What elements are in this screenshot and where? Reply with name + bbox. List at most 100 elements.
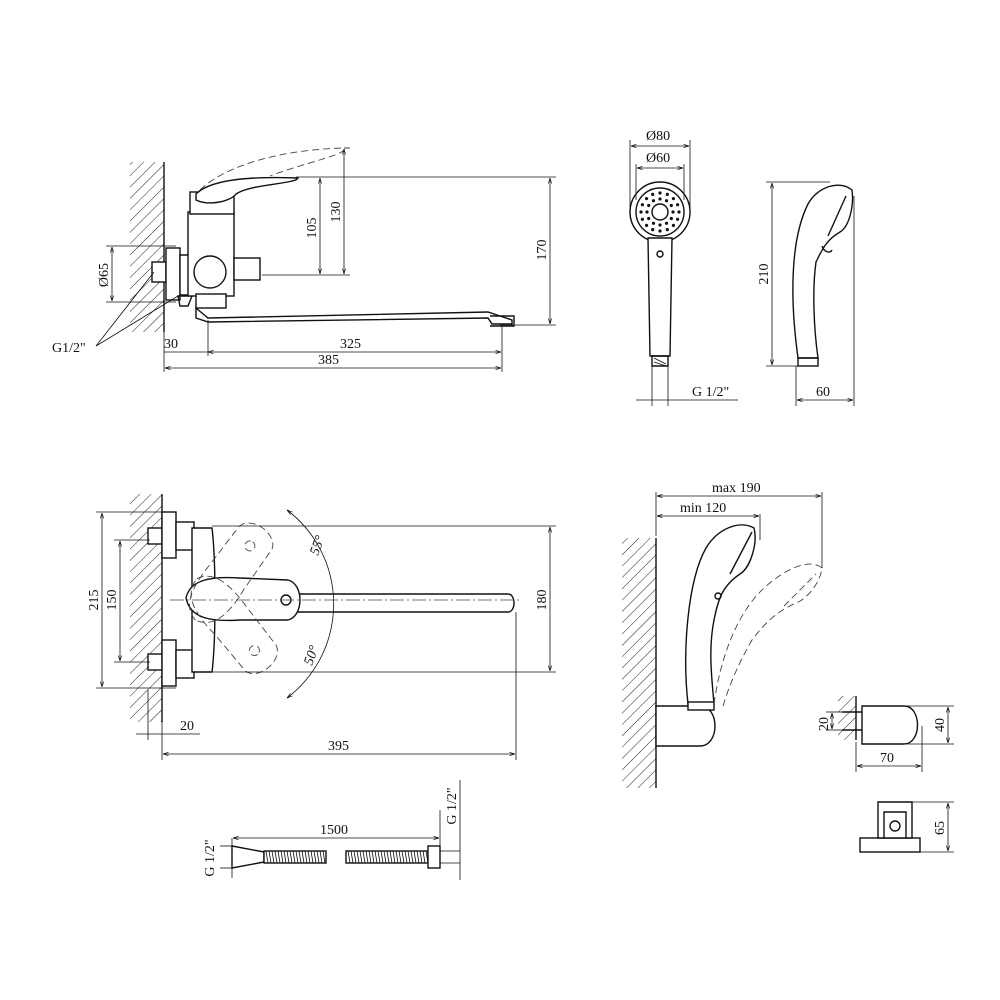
shower-head-outer	[629, 181, 691, 243]
holder-base	[859, 837, 921, 853]
spray-nozzle	[658, 191, 662, 195]
spray-nozzle	[671, 223, 676, 227]
hose-cone-left	[231, 845, 265, 869]
hose-coil	[359, 850, 363, 864]
spray-nozzle	[665, 228, 669, 232]
rotation-arc	[287, 510, 334, 698]
spray-nozzle	[664, 221, 669, 225]
dim-170: 170	[535, 240, 550, 261]
hose-coil	[419, 850, 423, 864]
hose-coil	[301, 850, 305, 864]
holder-cradle	[877, 801, 913, 839]
shower-handle	[647, 237, 673, 357]
shower-in-holder	[685, 524, 756, 705]
spray-nozzle	[677, 210, 681, 214]
hose-coil	[398, 850, 402, 864]
hose-coil	[274, 850, 278, 864]
dim-130: 130	[329, 202, 344, 223]
wall-flange	[165, 247, 181, 301]
dim-325: 325	[340, 337, 361, 352]
hose-coil	[356, 850, 360, 864]
dim-diameter-60: Ø60	[646, 151, 670, 166]
lever-handle	[195, 176, 299, 204]
spray-nozzle	[664, 199, 669, 203]
hose-coil	[268, 850, 272, 864]
spray-nozzle	[671, 210, 675, 214]
hose-coil	[322, 850, 326, 864]
thread-label-shower: G 1/2"	[692, 385, 729, 400]
body-cap	[193, 255, 227, 289]
dim-210: 210	[757, 264, 772, 285]
hose-coil	[383, 850, 387, 864]
eccentric-connector	[151, 261, 167, 283]
hose-coil	[295, 850, 299, 864]
lower-flange	[161, 639, 177, 687]
spray-nozzle	[665, 192, 669, 196]
front-view: 55° 50° 215 150 180 20 395	[87, 494, 556, 760]
hose-coil	[377, 850, 381, 864]
dim-180: 180	[535, 590, 550, 611]
dim-20: 20	[180, 719, 194, 734]
hose-coil	[380, 850, 384, 864]
spray-nozzle	[669, 216, 673, 221]
shower-side-body	[792, 184, 854, 359]
lever-rotated-up	[189, 522, 274, 623]
hose-coil	[319, 850, 323, 864]
dim-diameter-65: Ø65	[97, 263, 112, 287]
spray-nozzle	[658, 223, 662, 227]
hose-coil	[277, 850, 281, 864]
dim-min-120: min 120	[680, 501, 726, 516]
spray-nozzle	[651, 228, 655, 232]
holder-body	[861, 705, 919, 745]
dim-70: 70	[880, 751, 894, 766]
wall-hatching	[130, 162, 164, 332]
spray-nozzles	[639, 191, 681, 233]
hose-coil	[392, 850, 396, 864]
dim-1500: 1500	[320, 823, 348, 838]
angle-55: 55°	[308, 533, 329, 557]
hose-coil	[265, 850, 269, 864]
spray-nozzle	[651, 192, 655, 196]
spray-nozzle	[639, 210, 643, 214]
wall-bracket	[655, 705, 716, 747]
upper-flange	[161, 511, 177, 559]
hose-coil	[307, 850, 311, 864]
hose-coil	[386, 850, 390, 864]
dim-diameter-80: Ø80	[646, 129, 670, 144]
spray-nozzle	[676, 203, 680, 207]
upper-connector	[147, 527, 163, 545]
shower-hose: 1500 G 1/2" G 1/2"	[203, 780, 461, 880]
hose-coil	[283, 850, 287, 864]
hose-coil	[316, 850, 320, 864]
hose-coil	[289, 850, 293, 864]
spout-collar	[195, 293, 227, 309]
spray-nozzle	[651, 199, 656, 203]
hose-coil	[389, 850, 393, 864]
hose-coil	[292, 850, 296, 864]
shower-head-inner	[635, 187, 685, 237]
wall-hatching	[622, 538, 656, 788]
hose-coil	[310, 850, 314, 864]
hose-coil	[395, 850, 399, 864]
hose-coil	[413, 850, 417, 864]
spray-nozzle	[640, 203, 645, 207]
spout-front	[289, 593, 515, 613]
hose-nut-right	[427, 845, 441, 869]
hose-coil	[304, 850, 308, 864]
spray-nozzle	[647, 216, 651, 221]
hose-coil	[401, 850, 405, 864]
hose-coil	[365, 850, 369, 864]
hose-coil	[347, 850, 351, 864]
side-nipple	[233, 257, 261, 281]
dim-65: 65	[933, 821, 948, 835]
dim-105: 105	[305, 218, 320, 239]
spray-nozzle	[645, 197, 649, 201]
wall-hatching	[838, 696, 856, 740]
lever-raised-position	[199, 147, 345, 191]
hose-coil	[404, 850, 408, 864]
spray-nozzle	[676, 217, 680, 221]
lower-connector	[147, 653, 163, 671]
hose-coils	[263, 850, 429, 864]
spray-nozzle	[647, 203, 651, 208]
dim-385: 385	[318, 353, 339, 368]
